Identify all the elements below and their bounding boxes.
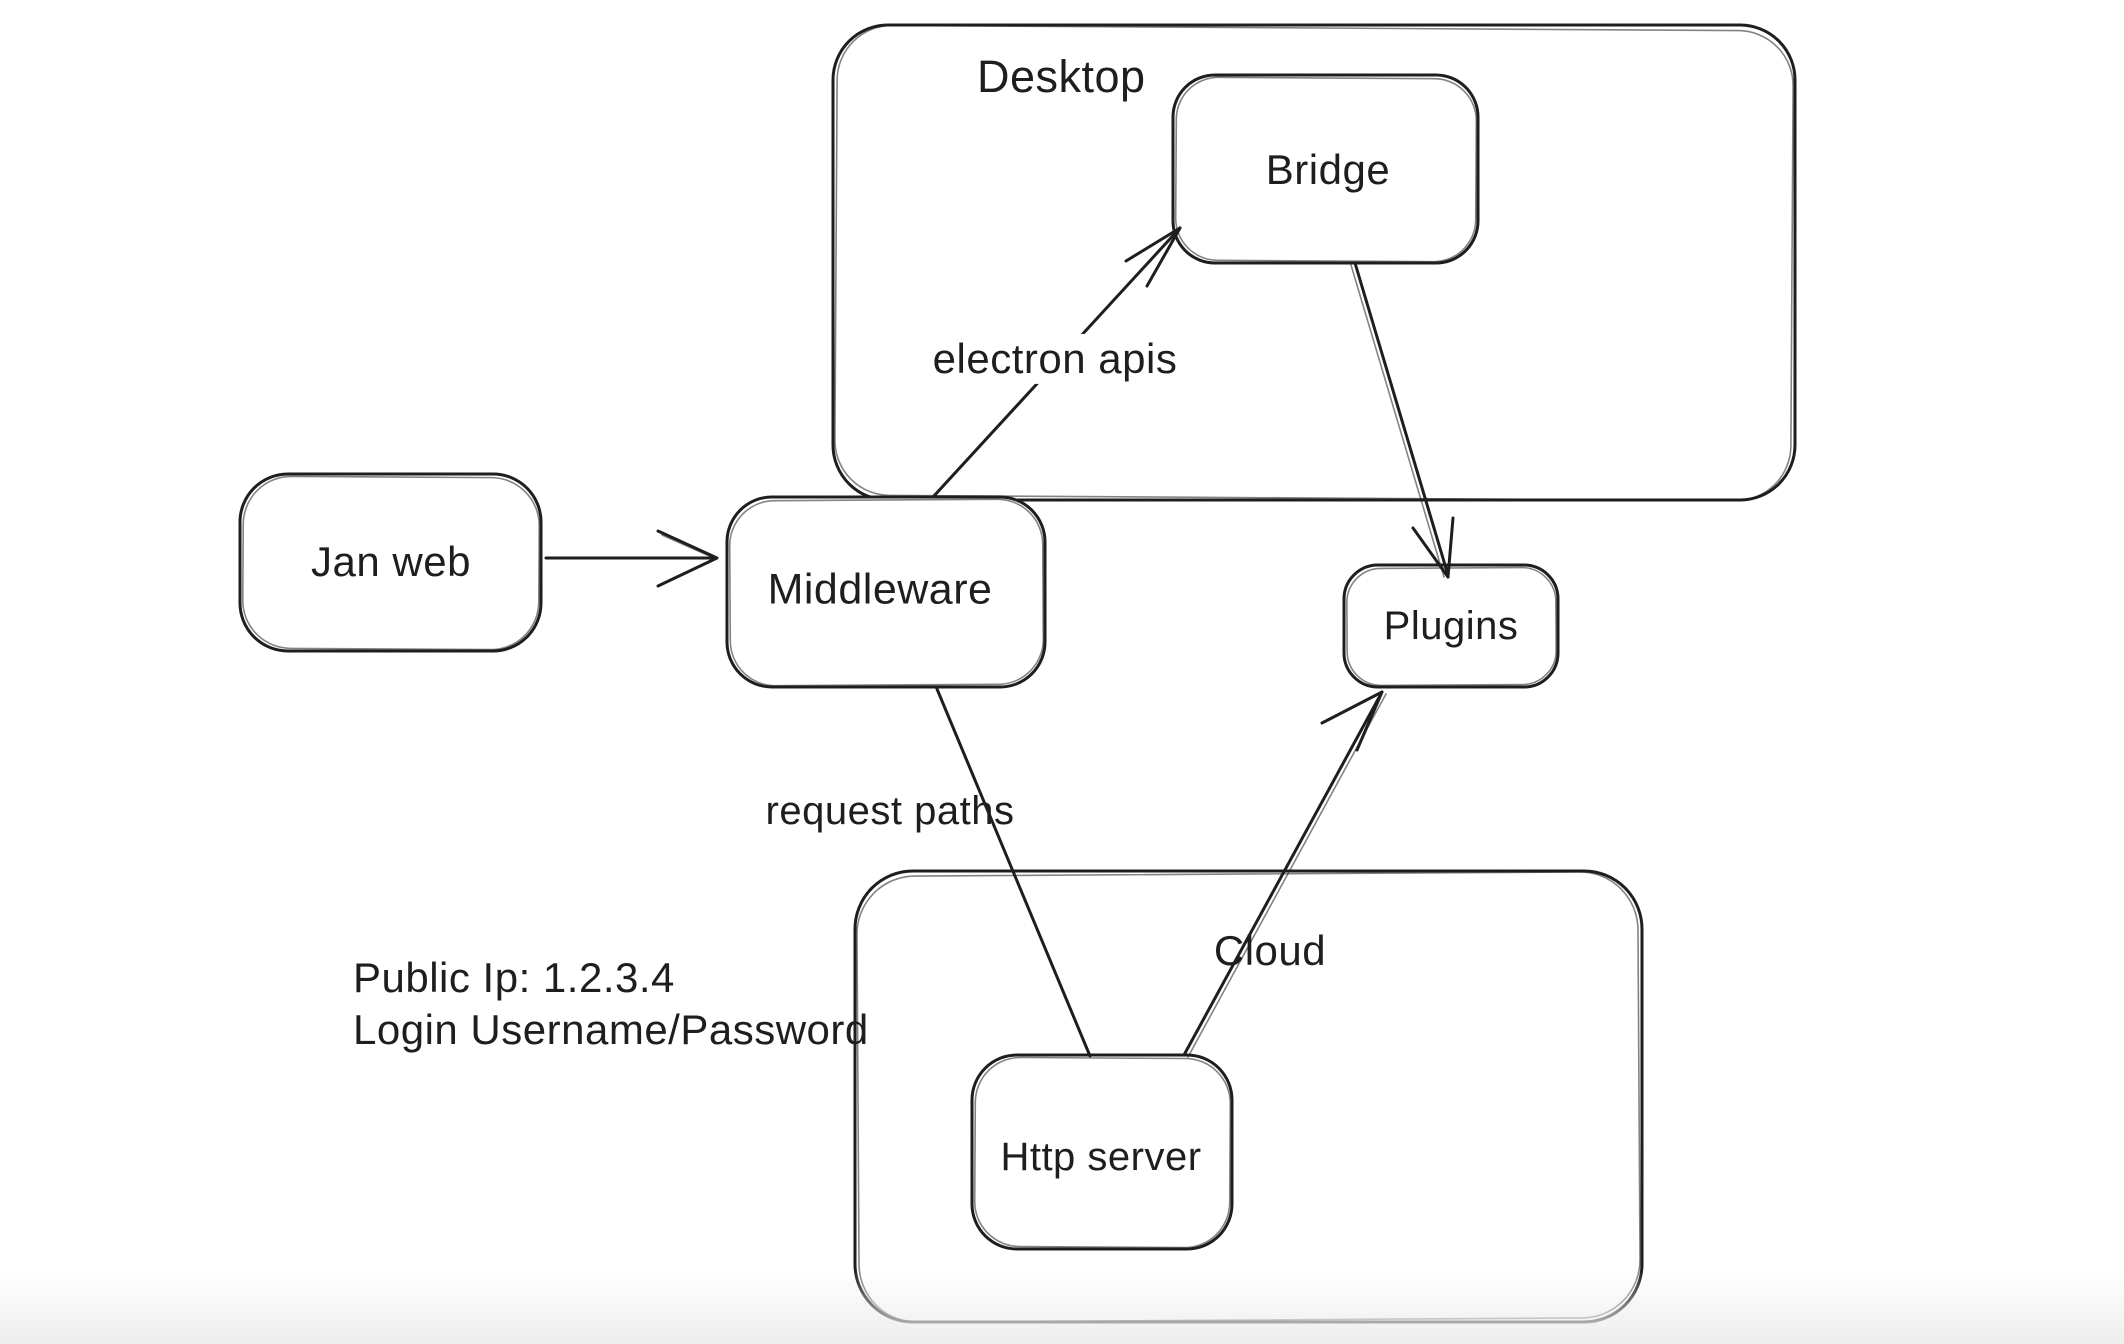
bridge-node-box[interactable] bbox=[1171, 73, 1480, 265]
middleware-node-rect[interactable] bbox=[725, 495, 1047, 689]
http-server-node-label[interactable]: Http server bbox=[1000, 1135, 1202, 1179]
arrow-bridge-to-plugins-shaft-sketch bbox=[1350, 264, 1445, 578]
arrow-middleware-to-bridge-barb1 bbox=[1124, 226, 1182, 263]
desktop-container-sketch-stroke bbox=[834, 24, 1794, 502]
plugins-node-box[interactable] bbox=[1342, 563, 1560, 689]
arrow-httpserver-to-plugins[interactable] bbox=[1182, 690, 1387, 1058]
jan-web-node-label[interactable]: Jan web bbox=[311, 537, 471, 585]
line-middleware-to-httpserver[interactable] bbox=[935, 687, 1092, 1058]
electron-apis-edge-label[interactable]: electron apis bbox=[924, 333, 1186, 385]
jan-web-node-rect[interactable] bbox=[238, 472, 543, 653]
arrow-httpserver-to-plugins-barb2 bbox=[1355, 690, 1384, 752]
middleware-node-sketch-stroke bbox=[728, 498, 1045, 687]
bridge-node-sketch-stroke bbox=[1174, 76, 1478, 263]
arrow-janweb-to-middleware-head-sketch bbox=[661, 534, 715, 559]
cloud-container-label[interactable]: Cloud bbox=[1213, 926, 1327, 974]
plugins-node-rect[interactable] bbox=[1342, 563, 1560, 689]
middleware-node-box[interactable] bbox=[725, 495, 1047, 689]
arrow-bridge-to-plugins[interactable] bbox=[1350, 261, 1455, 579]
arrow-httpserver-to-plugins-shaft-sketch bbox=[1187, 693, 1387, 1058]
jan-web-node-sketch-stroke bbox=[241, 475, 541, 651]
arrow-middleware-to-bridge-barb2 bbox=[1145, 226, 1182, 288]
arrow-janweb-to-middleware[interactable] bbox=[544, 529, 719, 588]
arrow-httpserver-to-plugins-barb1 bbox=[1320, 690, 1384, 725]
plugins-node-sketch-stroke bbox=[1346, 566, 1557, 687]
public-ip-text: Public Ip: 1.2.3.4 bbox=[353, 954, 675, 1001]
arrow-bridge-to-plugins-barb2 bbox=[1446, 516, 1455, 579]
arrow-bridge-to-plugins-shaft[interactable] bbox=[1353, 261, 1450, 577]
arrow-bridge-to-plugins-barb1 bbox=[1411, 526, 1450, 579]
http-server-node-box[interactable] bbox=[970, 1053, 1234, 1251]
desktop-container-label[interactable]: Desktop bbox=[977, 51, 1146, 102]
request-paths-edge-label[interactable]: request paths bbox=[765, 789, 1015, 833]
line-middleware-to-httpserver-shaft[interactable] bbox=[935, 687, 1092, 1058]
login-text: Login Username/Password bbox=[353, 1006, 869, 1053]
arrow-httpserver-to-plugins-shaft[interactable] bbox=[1182, 690, 1384, 1057]
http-server-node-rect[interactable] bbox=[970, 1053, 1234, 1251]
middleware-node-label[interactable]: Middleware bbox=[767, 565, 993, 614]
bridge-node-label[interactable]: Bridge bbox=[1265, 145, 1391, 193]
arrow-janweb-to-middleware-head bbox=[656, 529, 719, 588]
jan-web-node-box[interactable] bbox=[238, 472, 543, 653]
credentials-annotation[interactable]: Public Ip: 1.2.3.4 Login Username/Passwo… bbox=[353, 952, 869, 1056]
http-server-node-sketch-stroke bbox=[973, 1056, 1232, 1249]
bridge-node-rect[interactable] bbox=[1171, 73, 1480, 265]
plugins-node-label[interactable]: Plugins bbox=[1383, 604, 1519, 648]
